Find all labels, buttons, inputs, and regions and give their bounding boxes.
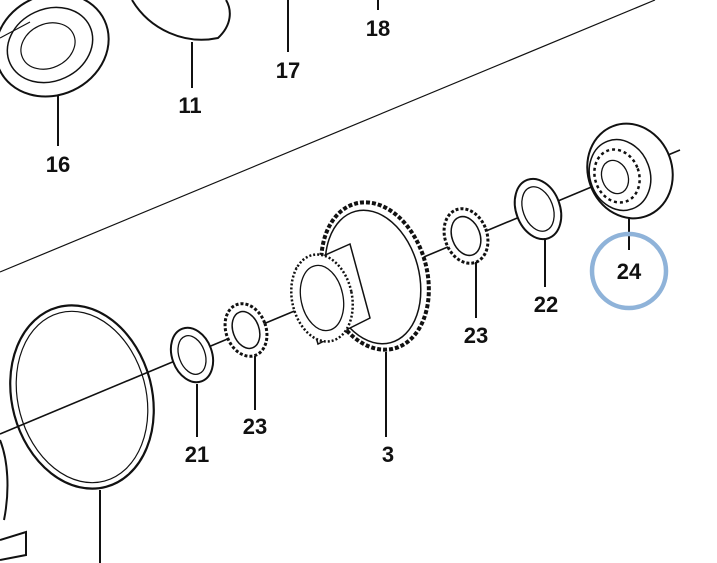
label-24: 24 bbox=[617, 259, 642, 284]
label-11: 11 bbox=[178, 93, 201, 118]
gear-fragment-left bbox=[0, 439, 27, 561]
part-22-washer bbox=[513, 177, 563, 241]
large-o-ring-bottom-left bbox=[9, 304, 155, 490]
part-16-cover bbox=[0, 0, 110, 98]
highlight-circle-24 bbox=[589, 231, 669, 311]
label-23-left: 23 bbox=[243, 414, 267, 439]
label-21: 21 bbox=[185, 442, 209, 467]
label-23-right: 23 bbox=[464, 323, 488, 348]
label-17: 17 bbox=[276, 58, 300, 83]
part-23-needle-bearing-left bbox=[223, 302, 269, 358]
upper-housing-line bbox=[0, 0, 656, 273]
part-3-gear bbox=[290, 200, 431, 352]
part-23-needle-bearing-right bbox=[442, 207, 490, 265]
part-21-washer bbox=[169, 326, 215, 384]
label-3: 3 bbox=[382, 442, 394, 467]
label-22: 22 bbox=[534, 292, 558, 317]
label-16: 16 bbox=[46, 152, 70, 177]
part-11-o-ring bbox=[131, 0, 231, 41]
part-24-roller-bearing bbox=[586, 122, 674, 220]
label-18: 18 bbox=[366, 16, 390, 41]
